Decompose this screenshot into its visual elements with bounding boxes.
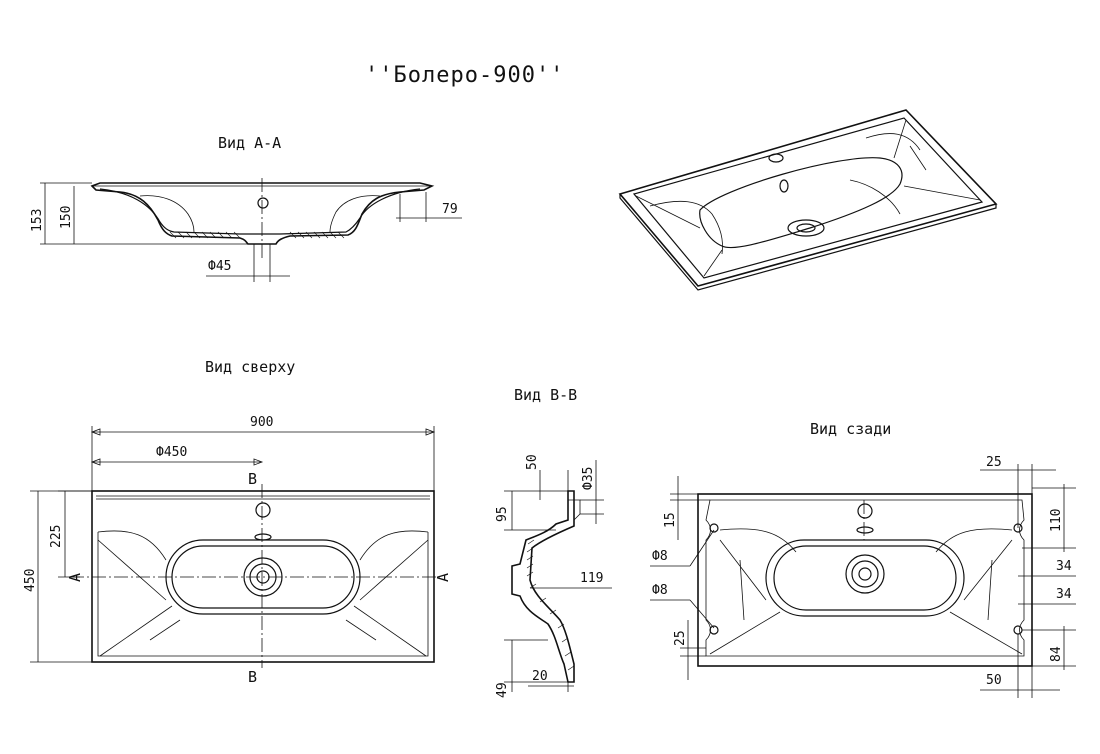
section-bb-label: Вид В-В — [514, 386, 577, 404]
iso-overflow-hole — [779, 179, 789, 193]
dim-back-84: 84 — [1049, 646, 1064, 662]
top-overflow-slot — [254, 533, 272, 541]
back-view: Вид сзади 25 15 110 — [650, 420, 1076, 698]
iso-bowl-right-wall — [849, 133, 921, 215]
back-bowl-slopes — [709, 528, 1023, 655]
isometric-view — [618, 109, 998, 291]
section-marker-a-left: А — [66, 573, 84, 582]
section-marker-b-bottom: В — [248, 668, 257, 686]
back-bowl-inner — [773, 545, 957, 611]
dim-back-15: 15 — [663, 512, 678, 528]
back-bowl-outer — [765, 539, 965, 617]
back-faucet-hole — [857, 503, 873, 519]
section-marker-b-top: В — [248, 470, 257, 488]
dim-top-d450: Ф450 — [156, 445, 187, 460]
iso-inner-rim — [632, 117, 984, 279]
section-aa-inner-line — [99, 188, 421, 235]
section-bb-outline — [511, 490, 575, 683]
dim-back-110: 110 — [1049, 509, 1064, 532]
iso-bowl-corner-lines — [635, 119, 981, 277]
dim-top-900: 900 — [250, 415, 273, 430]
iso-faucet-hole — [768, 153, 784, 163]
section-aa-bowl-curve-left — [139, 195, 195, 233]
iso-drain-outer — [787, 219, 825, 237]
section-bb-hatching — [526, 539, 575, 671]
dim-bb-50: 50 — [525, 454, 540, 470]
dim-aa-79: 79 — [442, 202, 458, 217]
back-drain-inner — [858, 567, 872, 581]
dim-back-34-b: 34 — [1056, 587, 1072, 602]
back-overflow-slot — [856, 526, 874, 534]
back-mount-hole-bottom-left — [709, 625, 719, 635]
dim-back-50: 50 — [986, 673, 1002, 688]
section-aa-hatching — [169, 231, 345, 239]
dim-back-d8-a: Ф8 — [652, 549, 668, 564]
dim-bb-95: 95 — [495, 506, 510, 522]
top-back-edge — [96, 495, 430, 500]
section-aa-view: Вид А-А 153 150 79 Ф45 — [30, 134, 462, 282]
back-drain-mid — [851, 560, 879, 588]
top-bowl-slopes — [97, 530, 429, 657]
iso-rim-thickness — [619, 194, 997, 291]
iso-bowl-left-wall — [649, 201, 723, 255]
back-mount-hole-top-left — [709, 523, 719, 533]
back-view-label: Вид сзади — [810, 420, 891, 438]
dim-bb-d35: Ф35 — [581, 467, 596, 490]
dim-bb-20: 20 — [532, 669, 548, 684]
dim-bb-119: 119 — [580, 571, 603, 586]
back-inner-rim — [705, 499, 1025, 657]
drawing-title: ''Болеро-900'' — [365, 63, 564, 88]
iso-drain-inner — [796, 223, 816, 233]
dim-bb-49: 49 — [495, 682, 510, 698]
dim-back-25-bottom: 25 — [673, 630, 688, 646]
dim-top-225: 225 — [49, 525, 64, 548]
dim-back-25-top: 25 — [986, 455, 1002, 470]
dim-back-d8-b: Ф8 — [652, 583, 668, 598]
top-faucet-hole — [255, 502, 271, 518]
back-outer-rim — [697, 493, 1033, 667]
section-bb-view: Вид В-В 50 Ф35 95 119 49 20 — [495, 386, 612, 698]
dim-aa-150: 150 — [59, 206, 74, 229]
back-drain-outer — [845, 554, 885, 594]
section-marker-a-right: А — [434, 573, 452, 582]
section-aa-outline — [90, 182, 435, 245]
top-view-label: Вид сверху — [205, 358, 295, 376]
top-outer-rim — [91, 490, 435, 663]
top-view: Вид сверху В В А А 900 Ф450 — [23, 358, 452, 686]
section-bb-rim-step — [568, 499, 581, 521]
section-aa-overflow-hole — [257, 197, 269, 209]
dim-aa-153: 153 — [30, 209, 45, 232]
section-aa-label: Вид А-А — [218, 134, 281, 152]
dim-top-450: 450 — [23, 569, 38, 592]
dim-aa-d45: Ф45 — [208, 259, 231, 274]
iso-bowl-outline — [699, 157, 903, 249]
back-mount-hole-bottom-right — [1013, 625, 1023, 635]
top-inner-rim — [97, 532, 429, 657]
dim-back-34-a: 34 — [1056, 559, 1072, 574]
section-aa-bowl-curve-right — [329, 195, 381, 233]
